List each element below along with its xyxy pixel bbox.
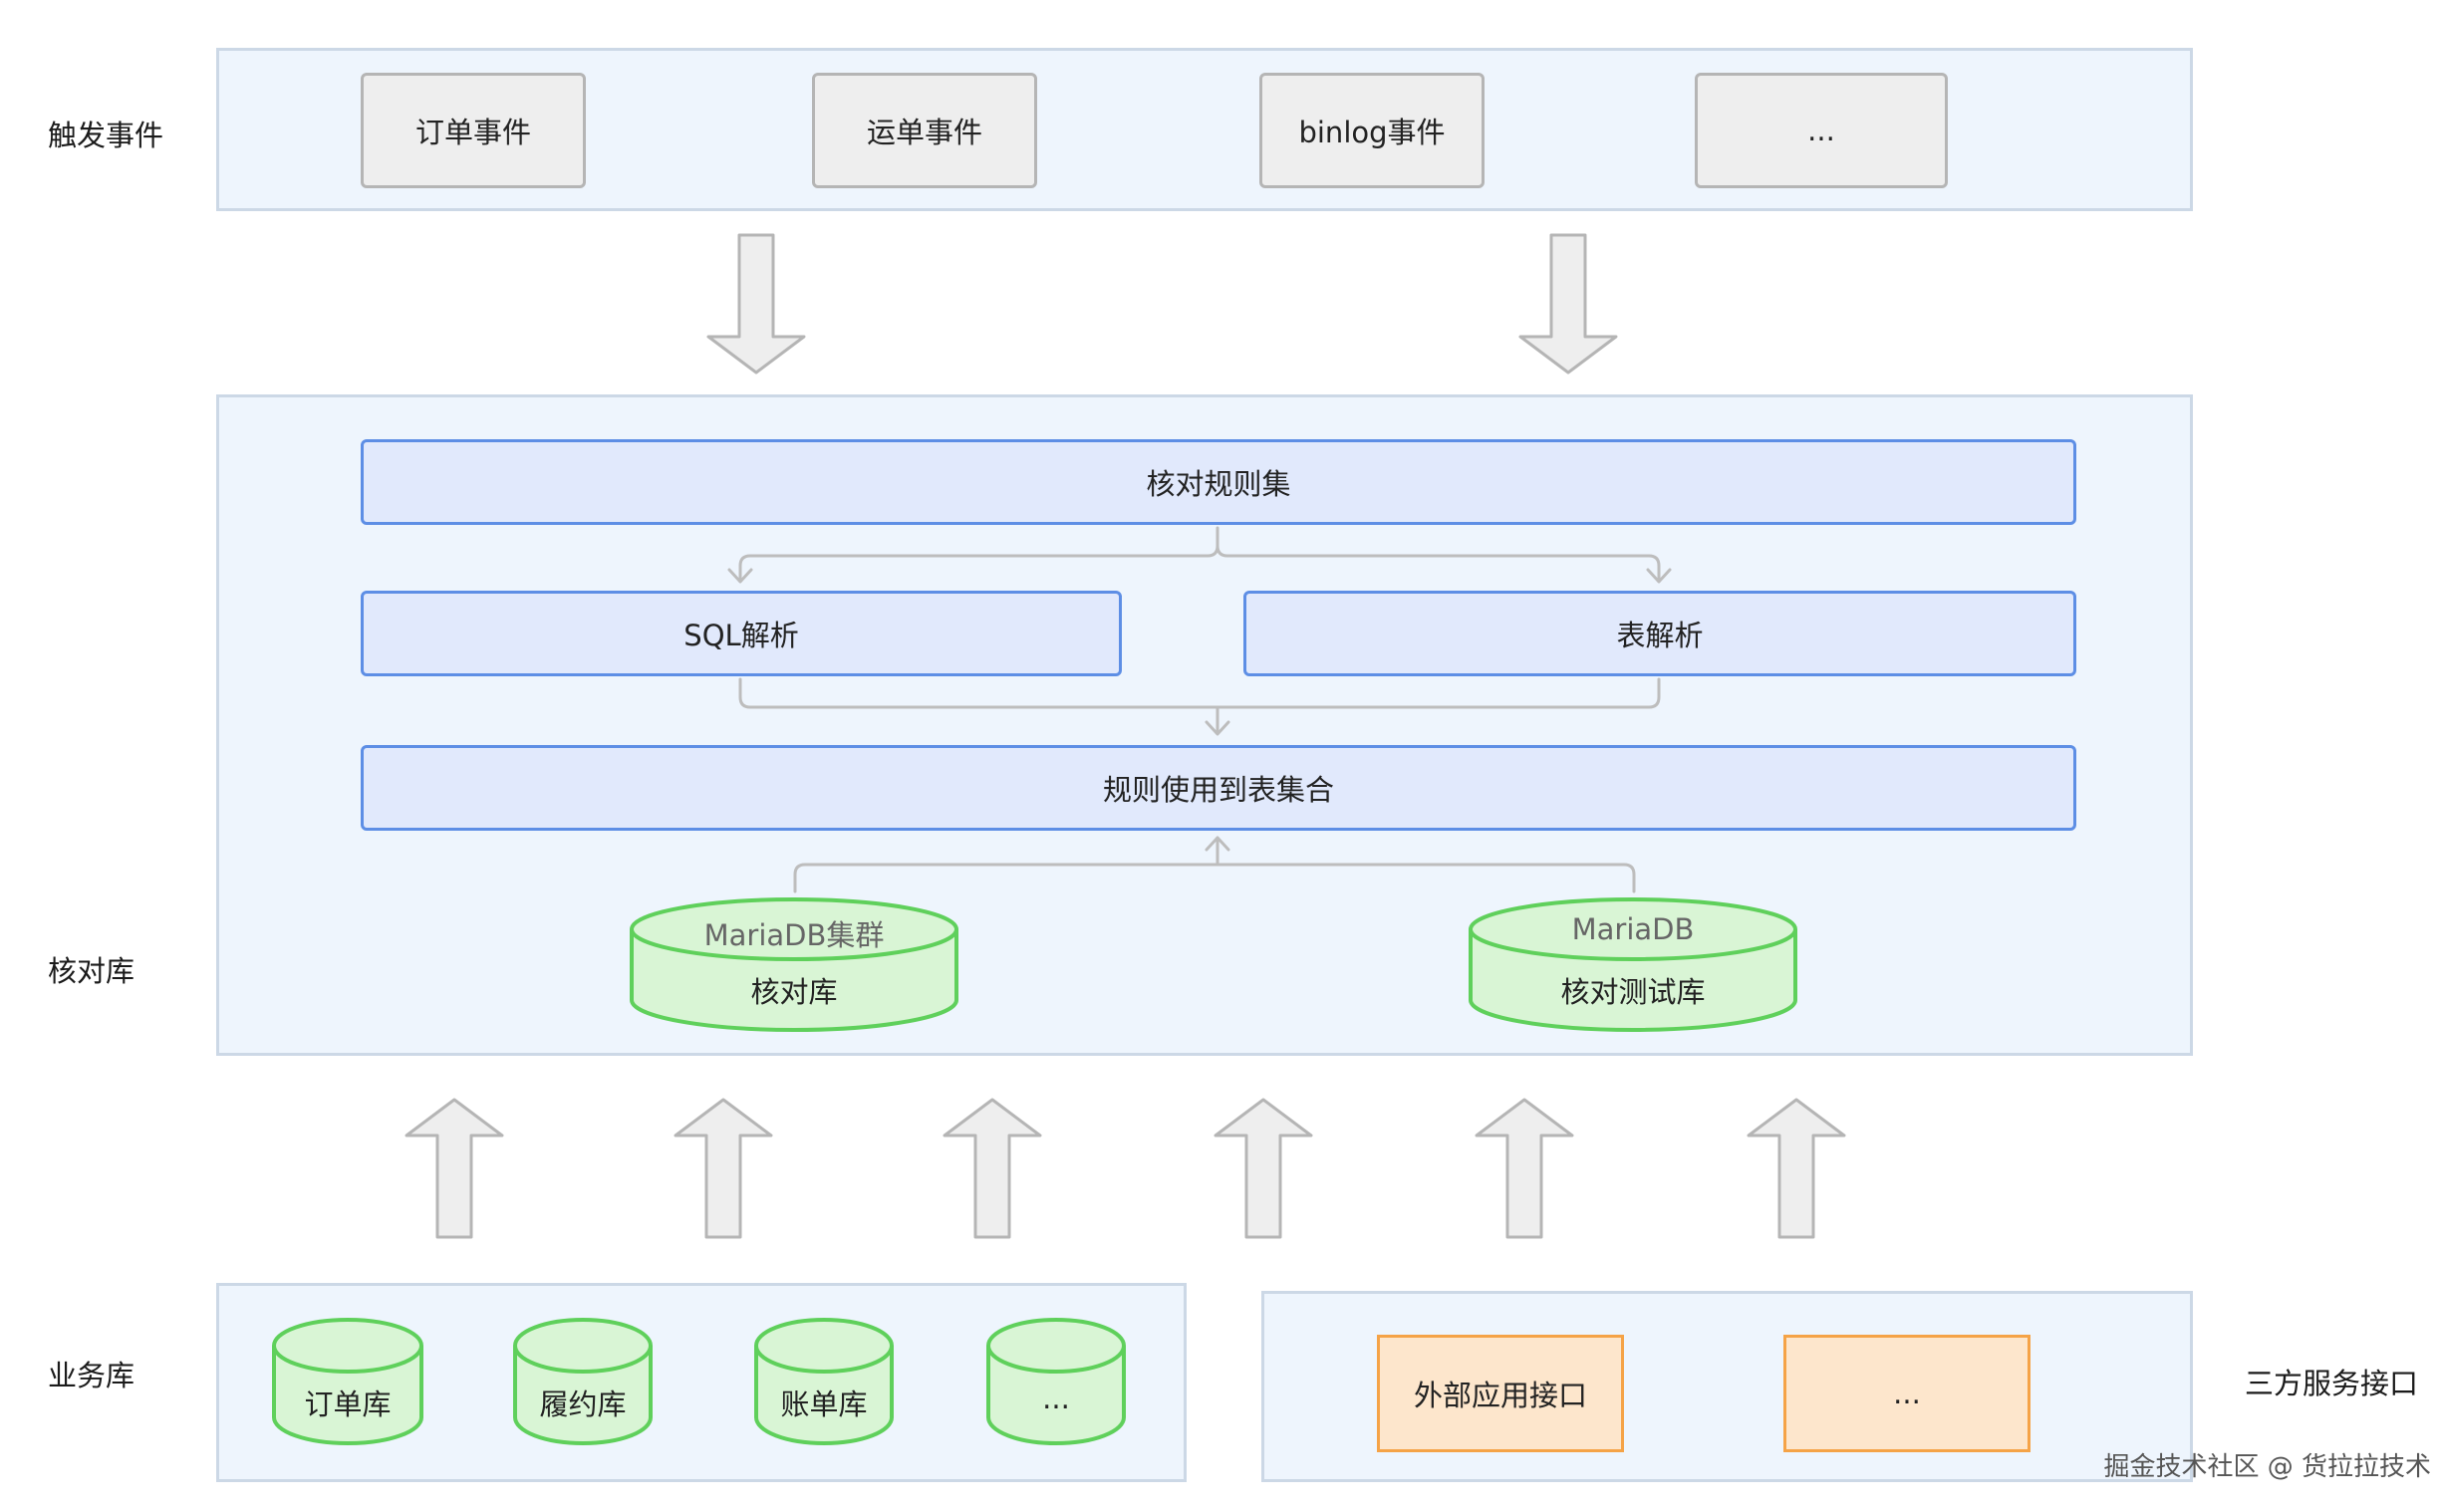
arrow-down-right <box>1518 233 1618 375</box>
biz-db-order-label: 订单库 <box>304 1387 392 1421</box>
arrow-up-3 <box>943 1098 1042 1239</box>
arrow-up-4 <box>1214 1098 1313 1239</box>
event-order: 订单事件 <box>361 73 586 188</box>
biz-db-order: 订单库 <box>274 1320 421 1443</box>
cylinder-check-db: MariaDB集群 核对库 <box>632 899 956 1031</box>
third-party-more-box: ... <box>1783 1335 2031 1452</box>
biz-db-bill-label: 账单库 <box>780 1387 868 1421</box>
row-label-trigger: 触发事件 <box>48 119 164 152</box>
biz-db-fulfillment-label: 履约库 <box>539 1387 627 1421</box>
cylinder-check-test-db: MariaDB 核对测试库 <box>1471 899 1795 1031</box>
biz-db-more: ... <box>988 1320 1124 1443</box>
table-parse-box: 表解析 <box>1243 591 2076 676</box>
cylinder-check-db-engine: MariaDB集群 <box>703 918 885 952</box>
biz-db-more-label: ... <box>1042 1382 1070 1415</box>
external-api-box: 外部应用接口 <box>1377 1335 1624 1452</box>
sql-parse-box: SQL解析 <box>361 591 1122 676</box>
cylinder-check-test-db-engine: MariaDB <box>1571 912 1695 946</box>
arrow-up-5 <box>1475 1098 1574 1239</box>
rule-tables-box: 规则使用到表集合 <box>361 745 2076 831</box>
cylinder-check-db-name: 核对库 <box>750 975 838 1009</box>
connector-merge <box>738 677 1661 709</box>
event-binlog: binlog事件 <box>1259 73 1485 188</box>
event-more: ... <box>1695 73 1948 188</box>
biz-db-fulfillment: 履约库 <box>515 1320 651 1443</box>
arrow-down-left <box>706 233 806 375</box>
event-waybill: 运单事件 <box>812 73 1037 188</box>
arrow-up-6 <box>1747 1098 1846 1239</box>
connector-db-up <box>793 863 1636 893</box>
rule-set-box: 核对规则集 <box>361 439 2076 525</box>
footer-credit: 掘金技术社区 @ 货拉拉技术 <box>2103 1452 2431 1482</box>
arrow-up-1 <box>405 1098 504 1239</box>
row-label-biz-db: 业务库 <box>48 1359 135 1392</box>
biz-db-bill: 账单库 <box>756 1320 892 1443</box>
connector-rule-split <box>738 526 1219 582</box>
row-label-check-db: 核对库 <box>48 954 135 988</box>
arrow-up-2 <box>674 1098 773 1239</box>
cylinder-check-test-db-name: 核对测试库 <box>1560 975 1706 1009</box>
row-label-third-party: 三方服务接口 <box>2245 1367 2419 1400</box>
